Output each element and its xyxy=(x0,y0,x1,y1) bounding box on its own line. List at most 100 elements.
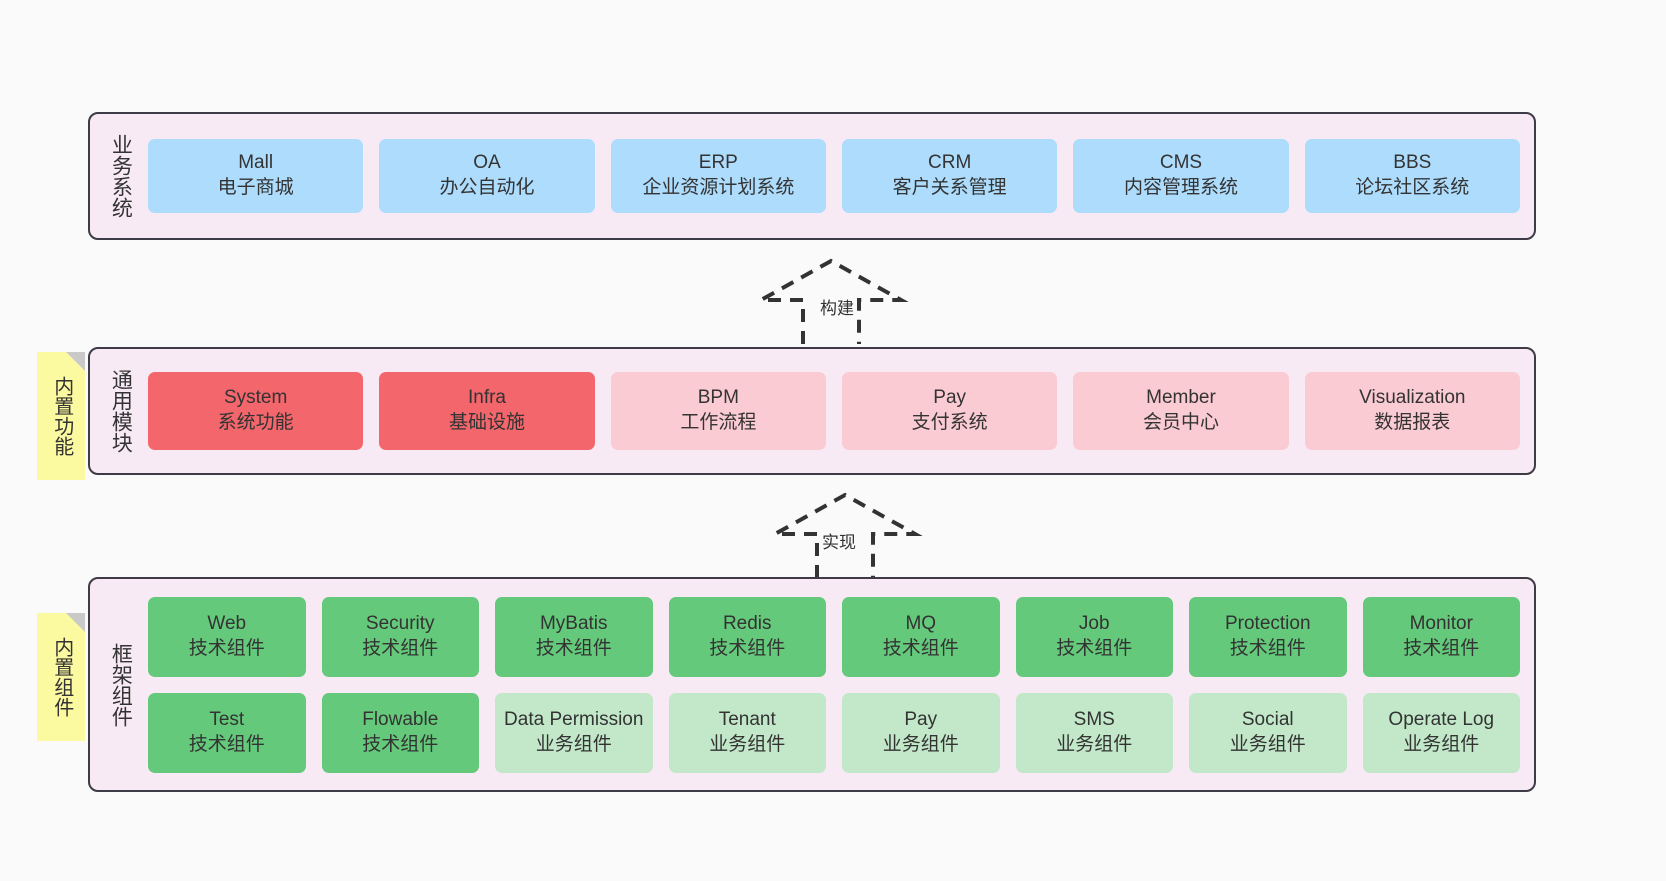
cell-test-en: Test xyxy=(209,708,245,730)
cell-tenant[interactable]: Tenant 业务组件 xyxy=(668,692,826,773)
cell-erp-cn: 企业资源计划系统 xyxy=(642,177,795,198)
cell-crm[interactable]: CRM 客户关系管理 xyxy=(841,139,1058,213)
cell-bpm[interactable]: BPM 工作流程 xyxy=(610,372,826,450)
cell-bpm-en: BPM xyxy=(697,387,739,409)
cell-member-cn: 会员中心 xyxy=(1142,412,1219,433)
cell-social-en: Social xyxy=(1241,708,1294,730)
cell-crm-en: CRM xyxy=(928,152,972,174)
cell-web-en: Web xyxy=(207,612,247,634)
sticky-note-builtin-components-label: 内置组件 xyxy=(50,637,73,717)
cell-protection[interactable]: Protection 技术组件 xyxy=(1189,596,1347,677)
cell-mq[interactable]: MQ 技术组件 xyxy=(842,596,1000,677)
cell-mall[interactable]: Mall 电子商城 xyxy=(148,139,364,213)
connector-implement-label: 实现 xyxy=(820,528,858,553)
cell-test[interactable]: Test 技术组件 xyxy=(148,692,306,773)
cell-visualization-en: Visualization xyxy=(1359,387,1466,409)
cell-infra[interactable]: Infra 基础设施 xyxy=(379,372,595,450)
cell-tenant-en: Tenant xyxy=(718,708,776,730)
cell-mq-en: MQ xyxy=(905,612,937,634)
cell-sms[interactable]: SMS 业务组件 xyxy=(1015,692,1173,773)
layer-business-system: 业务系统 Mall 电子商城 OA 办公自动化 ERP 企业资源计划系统 CRM… xyxy=(88,112,1536,240)
cell-oa-cn: 办公自动化 xyxy=(439,177,535,198)
cell-operate-log[interactable]: Operate Log 业务组件 xyxy=(1362,692,1520,773)
cell-monitor[interactable]: Monitor 技术组件 xyxy=(1362,596,1520,677)
row-business-components: Test 技术组件 Flowable 技术组件 Data Permission … xyxy=(148,692,1520,773)
cell-social[interactable]: Social 业务组件 xyxy=(1189,692,1347,773)
row-common-modules: System 系统功能 Infra 基础设施 BPM 工作流程 Pay 支付系统… xyxy=(148,372,1520,450)
cell-erp[interactable]: ERP 企业资源计划系统 xyxy=(610,139,826,213)
cell-redis-en: Redis xyxy=(722,612,772,634)
sticky-fold-icon xyxy=(66,352,85,371)
sticky-fold-icon xyxy=(66,613,85,632)
cell-system-en: System xyxy=(223,387,288,409)
sticky-note-builtin-features-label: 内置功能 xyxy=(50,376,73,456)
cell-test-cn: 技术组件 xyxy=(188,733,265,755)
cell-web[interactable]: Web 技术组件 xyxy=(148,596,306,677)
cell-mall-cn: 电子商城 xyxy=(217,177,294,198)
cell-pay-module[interactable]: Pay 支付系统 xyxy=(841,372,1058,450)
cell-bbs[interactable]: BBS 论坛社区系统 xyxy=(1304,139,1520,213)
layer-title-framework-components: 框架组件 xyxy=(109,642,133,727)
layer-body-business-system: Mall 电子商城 OA 办公自动化 ERP 企业资源计划系统 CRM 客户关系… xyxy=(140,114,1534,238)
cell-flowable[interactable]: Flowable 技术组件 xyxy=(321,692,479,773)
cell-cms-cn: 内容管理系统 xyxy=(1123,177,1238,198)
row-business-systems: Mall 电子商城 OA 办公自动化 ERP 企业资源计划系统 CRM 客户关系… xyxy=(148,139,1520,213)
cell-data-permission[interactable]: Data Permission 业务组件 xyxy=(495,692,653,773)
cell-system[interactable]: System 系统功能 xyxy=(148,372,364,450)
connector-build-label: 构建 xyxy=(818,294,856,319)
cell-security-en: Security xyxy=(365,612,435,634)
layer-common-modules: 通用模块 System 系统功能 Infra 基础设施 BPM 工作流程 Pay… xyxy=(88,347,1536,475)
cell-data-permission-en: Data Permission xyxy=(504,708,644,730)
cell-crm-cn: 客户关系管理 xyxy=(892,177,1007,198)
cell-visualization-cn: 数据报表 xyxy=(1374,412,1451,433)
cell-bbs-en: BBS xyxy=(1393,152,1432,174)
layer-title-common-modules: 通用模块 xyxy=(109,369,133,453)
cell-mybatis-cn: 技术组件 xyxy=(535,637,612,659)
cell-protection-cn: 技术组件 xyxy=(1229,637,1306,659)
cell-cms-en: CMS xyxy=(1159,152,1203,174)
cell-data-permission-cn: 业务组件 xyxy=(535,733,612,755)
cell-visualization[interactable]: Visualization 数据报表 xyxy=(1304,372,1520,450)
cell-monitor-cn: 技术组件 xyxy=(1403,637,1480,659)
cell-pay-component[interactable]: Pay 业务组件 xyxy=(842,692,1000,773)
cell-job-en: Job xyxy=(1078,612,1110,634)
cell-pay-component-en: Pay xyxy=(904,708,938,730)
cell-protection-en: Protection xyxy=(1224,612,1311,634)
cell-oa[interactable]: OA 办公自动化 xyxy=(379,139,595,213)
cell-sms-cn: 业务组件 xyxy=(1056,733,1133,755)
cell-social-cn: 业务组件 xyxy=(1229,733,1306,755)
cell-bpm-cn: 工作流程 xyxy=(680,412,757,433)
cell-operate-log-cn: 业务组件 xyxy=(1403,733,1480,755)
cell-pay-component-cn: 业务组件 xyxy=(882,733,959,755)
cell-redis[interactable]: Redis 技术组件 xyxy=(668,596,826,677)
cell-mybatis[interactable]: MyBatis 技术组件 xyxy=(495,596,653,677)
cell-mybatis-en: MyBatis xyxy=(539,612,608,634)
layer-framework-components: 框架组件 Web 技术组件 Security 技术组件 MyBatis 技术组件… xyxy=(88,577,1536,792)
cell-member[interactable]: Member 会员中心 xyxy=(1073,372,1289,450)
connector-implement: 实现 xyxy=(767,492,923,578)
layer-body-common-modules: System 系统功能 Infra 基础设施 BPM 工作流程 Pay 支付系统… xyxy=(140,349,1534,473)
cell-infra-cn: 基础设施 xyxy=(448,412,525,433)
layer-body-framework-components: Web 技术组件 Security 技术组件 MyBatis 技术组件 Redi… xyxy=(140,579,1534,790)
sticky-note-builtin-components: 内置组件 xyxy=(37,613,85,741)
cell-member-en: Member xyxy=(1146,387,1216,409)
cell-security[interactable]: Security 技术组件 xyxy=(321,596,479,677)
cell-flowable-cn: 技术组件 xyxy=(362,733,439,755)
layer-title-business-system: 业务系统 xyxy=(109,134,133,218)
cell-oa-en: OA xyxy=(473,152,501,174)
cell-job[interactable]: Job 技术组件 xyxy=(1015,596,1173,677)
cell-infra-en: Infra xyxy=(467,387,506,409)
cell-cms[interactable]: CMS 内容管理系统 xyxy=(1073,139,1289,213)
cell-job-cn: 技术组件 xyxy=(1056,637,1133,659)
cell-erp-en: ERP xyxy=(698,152,738,174)
cell-tenant-cn: 业务组件 xyxy=(709,733,786,755)
row-tech-components: Web 技术组件 Security 技术组件 MyBatis 技术组件 Redi… xyxy=(148,596,1520,677)
cell-monitor-en: Monitor xyxy=(1409,612,1473,634)
cell-redis-cn: 技术组件 xyxy=(709,637,786,659)
cell-bbs-cn: 论坛社区系统 xyxy=(1355,177,1470,198)
cell-sms-en: SMS xyxy=(1073,708,1115,730)
cell-pay-module-en: Pay xyxy=(933,387,967,409)
cell-mq-cn: 技术组件 xyxy=(882,637,959,659)
cell-pay-module-cn: 支付系统 xyxy=(911,412,988,433)
